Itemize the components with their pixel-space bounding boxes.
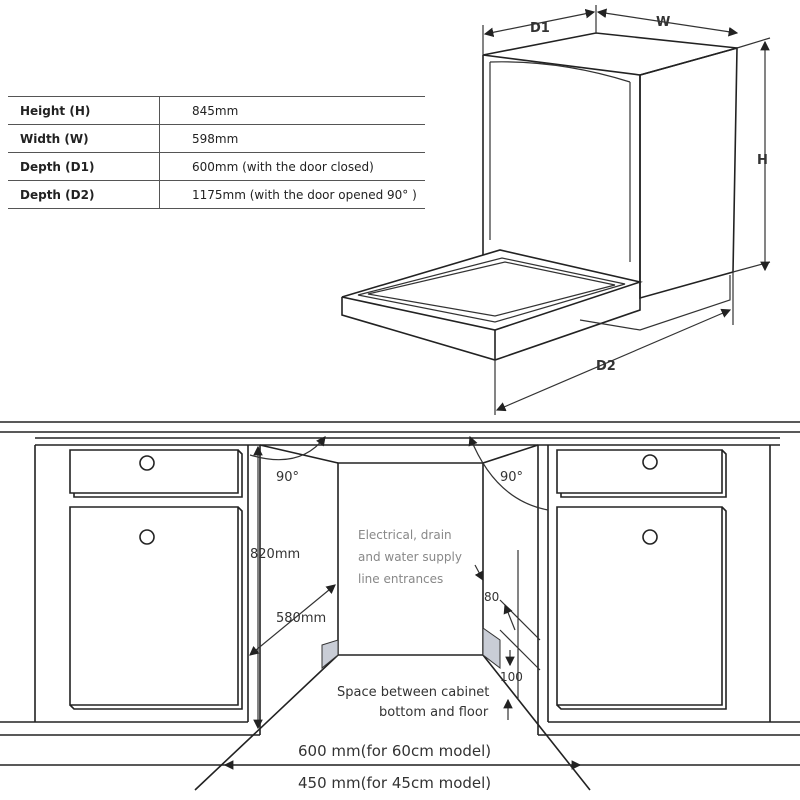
floor-gap-note-line: bottom and floor: [379, 705, 489, 720]
width-60-label: 600 mm(for 60cm model): [298, 742, 491, 760]
spec-label: Depth (D2): [8, 180, 160, 209]
spec-label: Height (H): [8, 96, 160, 125]
spec-table: Height (H)845mm Width (W)598mm Depth (D1…: [8, 96, 425, 209]
spec-value: 845mm: [159, 96, 425, 125]
installation-drawing: 90° 90° 820mm 580mm Electrical, drain an…: [0, 421, 800, 792]
entrance-note-line: line entrances: [358, 572, 443, 586]
entrance-height-label: 80: [484, 590, 499, 604]
spec-value: 1175mm (with the door opened 90° ): [159, 180, 425, 209]
spec-label: Width (W): [8, 124, 160, 153]
dishwasher-dimensions: D1 W H D2: [482, 5, 771, 415]
w-label: W: [656, 15, 670, 30]
d2-label: D2: [596, 359, 616, 374]
h-label: H: [757, 153, 768, 168]
d1-label: D1: [530, 21, 550, 36]
table-row: Depth (D1)600mm (with the door closed): [8, 152, 425, 181]
table-row: Depth (D2)1175mm (with the door opened 9…: [8, 180, 425, 209]
angle-left-label: 90°: [276, 470, 299, 485]
table-row: Height (H)845mm: [8, 96, 425, 125]
spec-label: Depth (D1): [8, 152, 160, 181]
entrance-note-line: Electrical, drain: [358, 528, 452, 542]
dishwasher-drawing: [341, 32, 738, 361]
floor-gap-note-line: Space between cabinet: [337, 685, 489, 700]
floor-gap-label: 100: [500, 670, 523, 684]
angle-right-label: 90°: [500, 470, 523, 485]
spec-value: 600mm (with the door closed): [159, 152, 425, 181]
table-row: Width (W)598mm: [8, 124, 425, 153]
height-label: 820mm: [250, 547, 300, 562]
depth-label: 580mm: [276, 611, 326, 626]
spec-value: 598mm: [159, 124, 425, 153]
entrance-note-line: and water supply: [358, 550, 462, 564]
width-45-label: 450 mm(for 45cm model): [298, 774, 491, 792]
